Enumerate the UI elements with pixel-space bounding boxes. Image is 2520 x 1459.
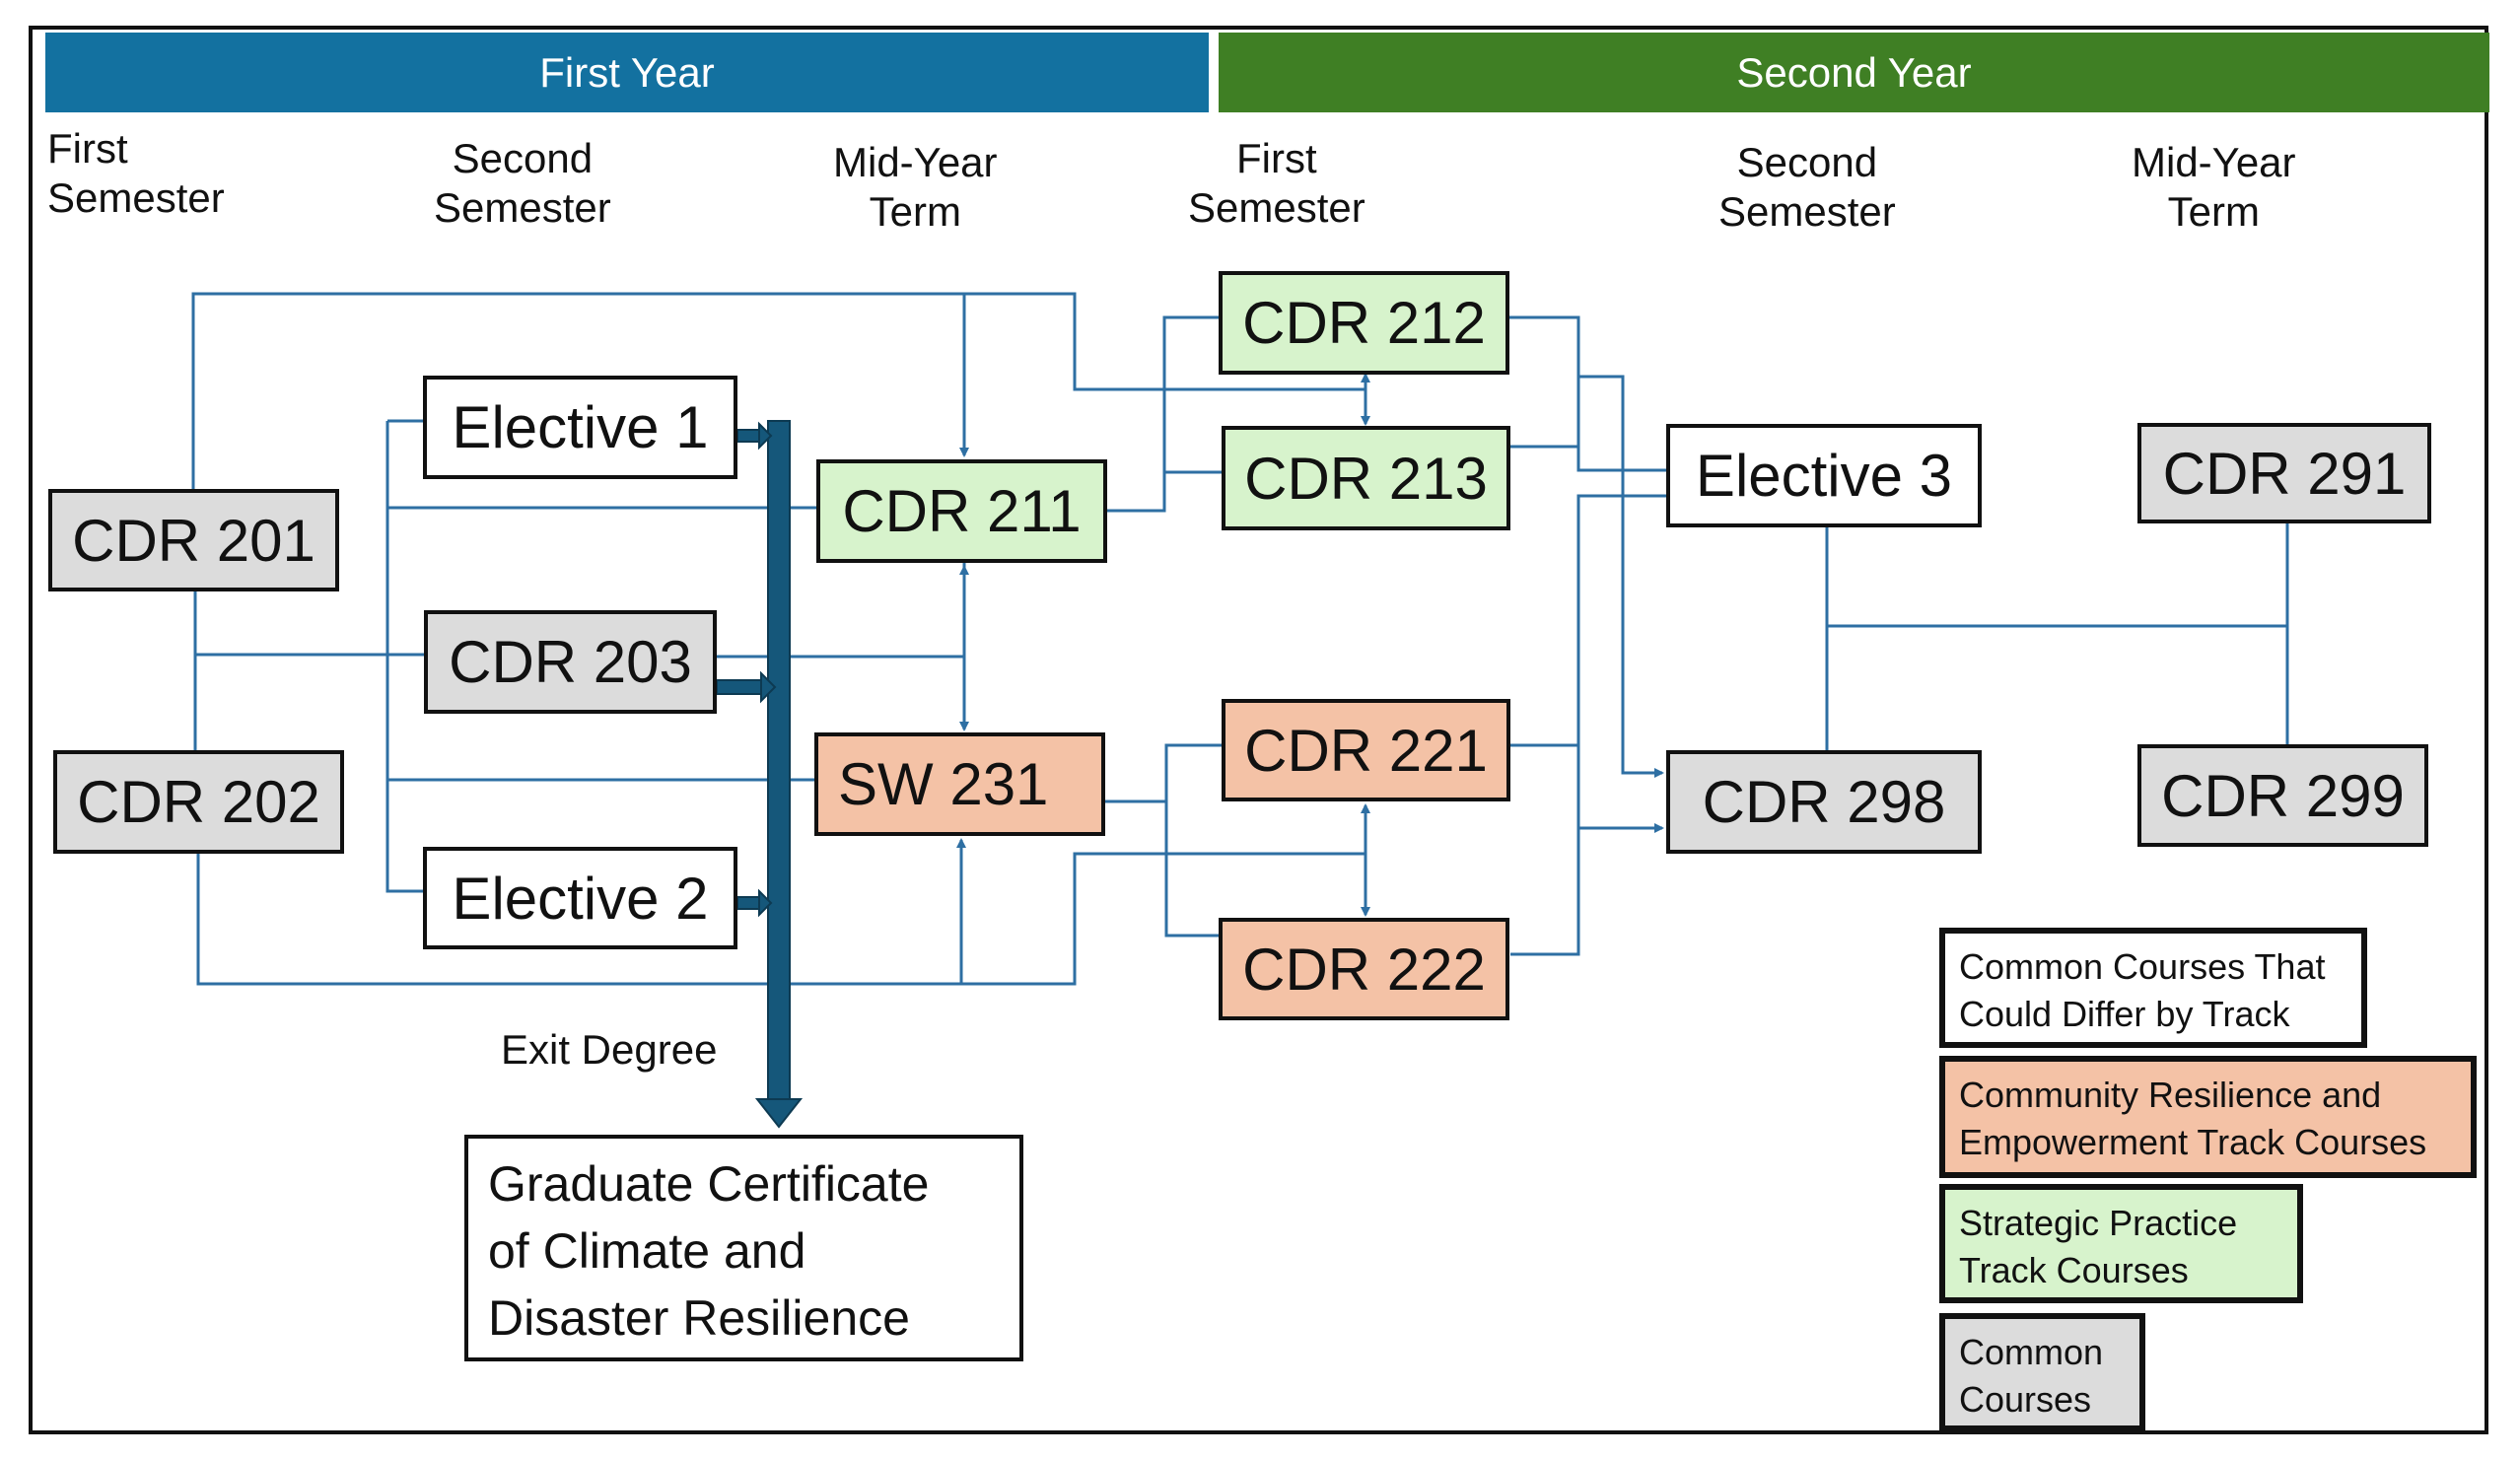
course-cdr213: CDR 213 [1222,426,1510,530]
cdr203-arrow [716,679,765,695]
course-label: CDR 212 [1242,290,1486,356]
certificate-line: Graduate Certificate [488,1156,930,1212]
course-label: CDR 201 [72,507,315,574]
legend-common-courses: Common Courses [1939,1313,2145,1431]
second-year-label: Second Year [1736,48,1972,96]
course-label: SW 231 [838,751,1049,817]
legend-line: Empowerment Track Courses [1959,1122,2427,1162]
exit-arrow-head [754,1098,804,1129]
term-line: Semester [434,184,611,231]
course-label: CDR 211 [842,478,1082,544]
course-label: CDR 203 [449,629,692,695]
term-line: Term [869,188,961,235]
term-line: Second [1736,139,1878,185]
connector [1578,375,1664,778]
connector [1164,801,1219,938]
connector [191,292,1365,489]
course-cdr298: CDR 298 [1666,750,1982,854]
cdr203-arrow-head [760,670,777,704]
certificate-line: Disaster Resilience [488,1290,910,1346]
course-label: CDR 222 [1242,936,1486,1003]
graduate-certificate-box: Graduate Certificate of Climate and Disa… [464,1135,1023,1361]
term-line: Term [2167,188,2260,235]
exit-degree-bar [767,420,791,1102]
course-label: CDR 202 [77,769,320,835]
elective1-arrow [736,429,762,443]
term-line: Mid-Year [2132,139,2296,185]
term-line: First [1236,135,1317,181]
connector [1510,494,1666,956]
legend-common-could-differ: Common Courses That Could Differ by Trac… [1939,928,2367,1048]
term-y1-first-semester: First Semester [47,124,225,223]
legend-line: Community Resilience and [1959,1075,2382,1115]
term-line: Semester [1718,188,1896,235]
course-elective1: Elective 1 [423,376,737,479]
connector [196,852,1365,986]
legend-line: Track Courses [1959,1250,2189,1290]
course-label: CDR 221 [1244,717,1488,784]
legend-community-track: Community Resilience and Empowerment Tra… [1939,1056,2477,1178]
legend-line: Strategic Practice [1959,1203,2238,1243]
first-year-label: First Year [539,48,715,96]
legend-line: Could Differ by Track [1959,994,2290,1034]
course-cdr291: CDR 291 [2137,423,2431,523]
legend-line: Common [1959,1332,2104,1372]
term-y2-first-semester: First Semester [1188,134,1365,233]
course-cdr221: CDR 221 [1222,699,1510,801]
first-year-header: First Year [45,33,1209,112]
course-cdr202: CDR 202 [53,750,344,854]
second-year-header: Second Year [1219,33,2489,112]
diagram-frame [29,26,2488,1434]
course-elective3: Elective 3 [1666,424,1982,527]
certificate-line: of Climate and [488,1223,806,1279]
course-label: Elective 1 [452,394,709,460]
course-cdr212: CDR 212 [1219,271,1509,375]
elective1-arrow-head [758,421,773,451]
course-cdr201: CDR 201 [48,489,339,591]
exit-degree-label: Exit Degree [501,1026,718,1073]
term-y2-mid-year: Mid-Year Term [2132,138,2296,237]
course-cdr299: CDR 299 [2137,744,2428,847]
course-sw231: SW 231 [814,732,1105,836]
course-cdr211: CDR 211 [816,459,1107,563]
term-line: Second [452,135,594,181]
elective2-arrow-head [758,888,773,918]
connector [1107,315,1219,513]
term-line: Mid-Year [833,139,998,185]
term-line: First [47,125,128,172]
term-y1-mid-year: Mid-Year Term [833,138,998,237]
term-line: Semester [1188,184,1365,231]
term-line: Semester [47,174,225,221]
course-label: Elective 2 [452,865,709,932]
legend-line: Common Courses That [1959,946,2326,987]
legend-line: Courses [1959,1379,2092,1420]
course-label: CDR 213 [1244,445,1488,512]
term-y1-second-semester: Second Semester [434,134,611,233]
course-label: CDR 299 [2161,762,2405,829]
course-elective2: Elective 2 [423,847,737,949]
legend-strategic-track: Strategic Practice Track Courses [1939,1184,2303,1303]
connector [385,421,423,893]
course-label: CDR 291 [2162,440,2407,507]
course-label: CDR 298 [1702,769,1946,835]
course-label: Elective 3 [1695,443,1953,509]
course-cdr222: CDR 222 [1219,918,1509,1020]
term-y2-second-semester: Second Semester [1718,138,1896,237]
elective2-arrow [736,896,762,910]
course-cdr203: CDR 203 [424,610,717,714]
connector [1105,743,1222,803]
